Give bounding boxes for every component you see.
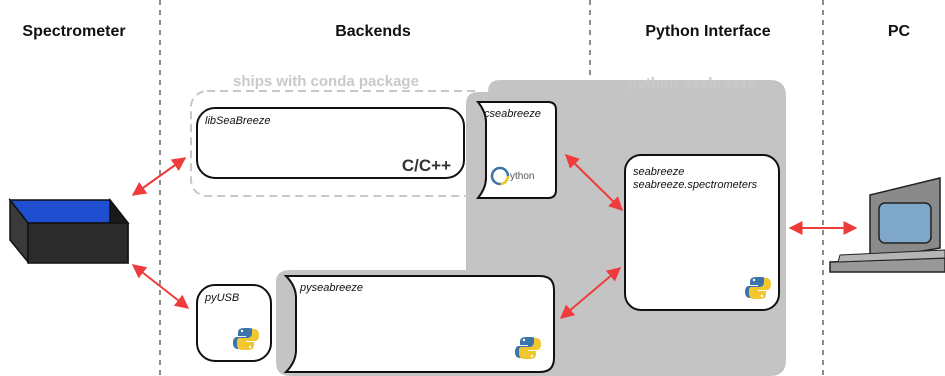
libseabreeze-box: libSeaBreeze C/C++	[196, 107, 465, 179]
header-spectrometer: Spectrometer	[22, 23, 125, 40]
cython-logo-icon: ython	[490, 166, 534, 186]
pyusb-box: pyUSB	[196, 284, 272, 362]
bidirectional-arrow-icon	[131, 157, 187, 196]
conda-package-label: ships with conda package	[233, 73, 419, 90]
header-pc: PC	[888, 23, 911, 40]
bidirectional-arrow-icon	[131, 264, 190, 309]
cseabreeze-box: cseabreeze ython	[475, 101, 557, 199]
seabreeze-label: seabreeze	[633, 166, 684, 178]
seabreeze-interface-box: seabreeze seabreeze.spectrometers	[624, 154, 780, 311]
libseabreeze-label: libSeaBreeze	[205, 115, 270, 127]
python-seabreeze-label: python-seabreeze	[628, 75, 756, 92]
bidirectional-arrow-icon	[559, 267, 622, 319]
pyusb-label: pyUSB	[204, 292, 239, 304]
bidirectional-arrow-icon	[565, 154, 623, 211]
pyseabreeze-box: pyseabreeze	[283, 275, 555, 373]
cython-logo-text: ython	[510, 171, 534, 182]
seabreeze-spectrometers-label: seabreeze.spectrometers	[633, 179, 758, 191]
pyseabreeze-label: pyseabreeze	[299, 282, 363, 294]
cpp-language-label: C/C++	[402, 156, 451, 175]
header-python-interface: Python Interface	[645, 23, 770, 40]
spectrometer-device-icon	[8, 197, 130, 265]
cseabreeze-label: cseabreeze	[484, 108, 541, 120]
header-backends: Backends	[335, 23, 411, 40]
pc-computer-icon	[829, 177, 945, 273]
connection-arrows	[131, 154, 858, 319]
